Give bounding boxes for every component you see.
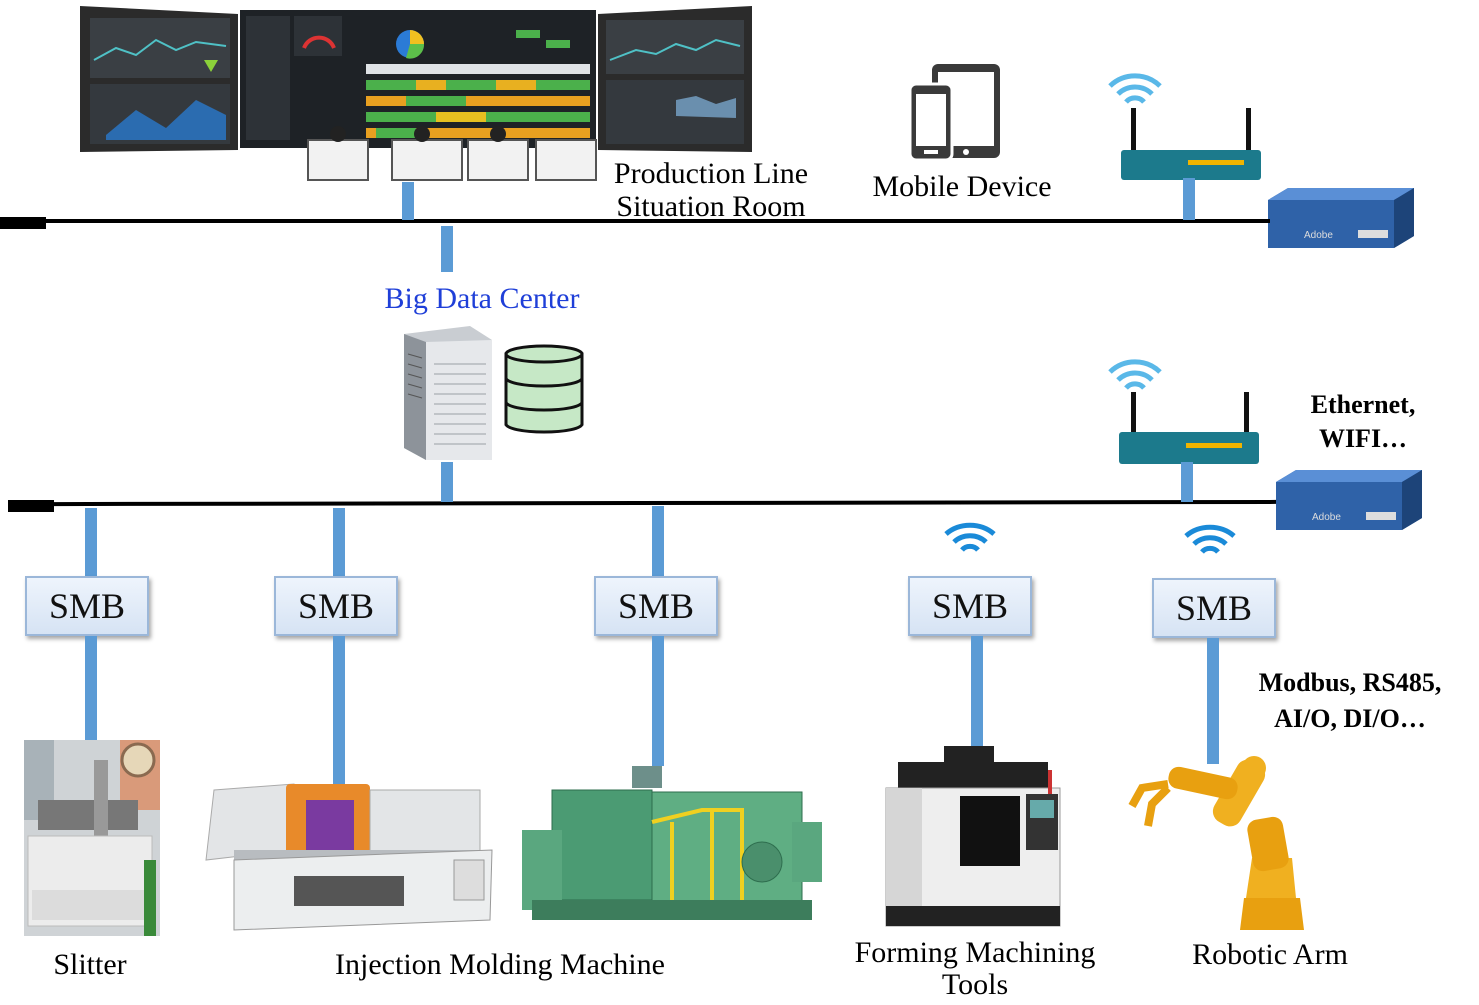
situation-room-label-line1: Production Line xyxy=(613,157,809,190)
big-data-center-label: Big Data Center xyxy=(384,282,580,315)
database-icon xyxy=(504,344,584,434)
injection-molding-label: Injection Molding Machine xyxy=(335,948,665,981)
smb-box-injection-2: SMB xyxy=(594,576,718,636)
slitter-label: Slitter xyxy=(53,948,127,981)
robotic-arm-image xyxy=(1128,756,1304,930)
link-big-data-top xyxy=(441,226,453,272)
router-antenna xyxy=(1131,392,1136,436)
cnc-machine-image xyxy=(885,746,1061,927)
link-injection-2 xyxy=(652,636,664,766)
smb-box-injection-1: SMB xyxy=(274,576,398,636)
wifi-router-bottom xyxy=(1119,432,1259,464)
wifi-icon xyxy=(1184,524,1236,554)
bottom-bus-terminator xyxy=(8,500,54,512)
link-smb-3 xyxy=(652,506,664,578)
link-router-bottom xyxy=(1181,462,1193,502)
router-antenna xyxy=(1246,108,1251,154)
wifi-icon xyxy=(944,522,996,552)
situation-room-label-line2: Situation Room xyxy=(616,190,806,223)
wifi-icon xyxy=(1108,73,1162,104)
situation-room-monitors-image xyxy=(80,6,752,181)
link-injection-1 xyxy=(333,636,345,784)
forming-label-line1: Forming Machining xyxy=(854,936,1096,969)
router-led xyxy=(1186,443,1242,448)
mobile-device-icon xyxy=(908,64,1000,162)
network-switch-bottom-image: Adobe xyxy=(1276,470,1422,530)
link-slitter xyxy=(85,636,97,742)
protocols-label-line2: AI/O, DI/O… xyxy=(1274,704,1426,733)
server-tower-image xyxy=(404,326,492,460)
smb-box-slitter: SMB xyxy=(25,576,149,636)
top-network-bus xyxy=(40,219,1270,223)
ethernet-label-line1: Ethernet, xyxy=(1310,390,1416,419)
network-switch-top-image: Adobe xyxy=(1268,188,1414,248)
link-smb-2 xyxy=(333,508,345,578)
link-forming xyxy=(971,636,983,748)
router-led xyxy=(1188,160,1244,165)
ethernet-label-line2: WIFI… xyxy=(1318,424,1408,453)
svg-text:Adobe: Adobe xyxy=(1312,512,1341,523)
router-antenna xyxy=(1131,108,1136,154)
link-smb-1 xyxy=(85,508,97,578)
smb-box-robotic-arm: SMB xyxy=(1152,578,1276,638)
svg-text:Adobe: Adobe xyxy=(1304,230,1333,241)
injection-molding-machine-image xyxy=(205,783,493,931)
slitter-machine-image xyxy=(24,740,160,936)
forming-label-line2: Tools xyxy=(941,968,1009,1001)
link-robotic-arm xyxy=(1207,638,1219,764)
green-machine-image xyxy=(522,766,822,920)
mobile-device-label: Mobile Device xyxy=(872,170,1052,203)
link-router-top xyxy=(1183,178,1195,220)
top-bus-terminator xyxy=(0,217,46,229)
link-situation-room xyxy=(402,182,414,220)
protocols-label-line1: Modbus, RS485, xyxy=(1258,668,1442,697)
wifi-icon xyxy=(1108,359,1162,390)
router-antenna xyxy=(1244,392,1249,436)
smb-box-forming: SMB xyxy=(908,576,1032,636)
link-big-data-bottom xyxy=(441,462,453,502)
robotic-arm-label: Robotic Arm xyxy=(1192,938,1348,971)
wifi-router-top xyxy=(1121,150,1261,180)
